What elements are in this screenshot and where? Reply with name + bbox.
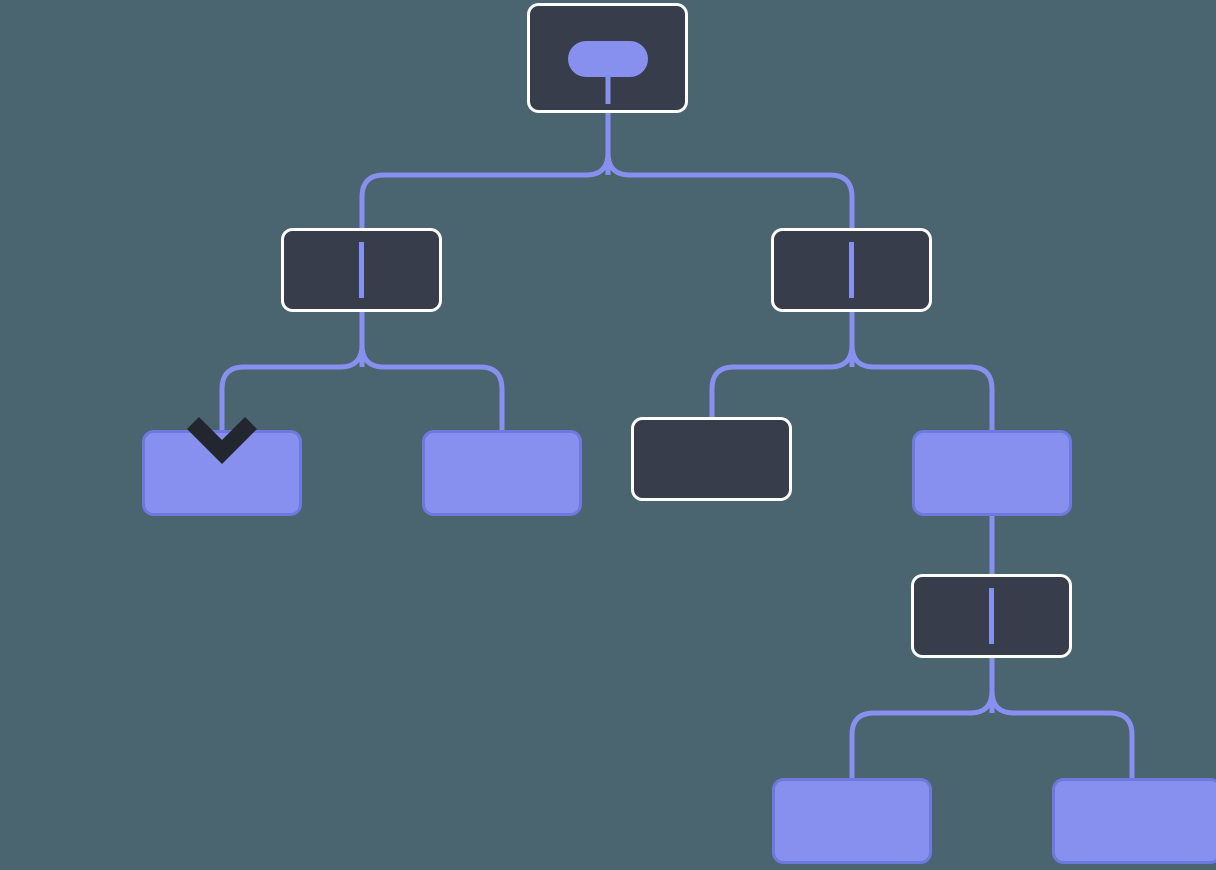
leaf-node-l5-a[interactable] bbox=[772, 778, 932, 864]
edge-e-root-split-right bbox=[605, 152, 855, 228]
edge-e-l2left-split-right bbox=[359, 344, 505, 430]
leaf-node-l3-d[interactable] bbox=[912, 430, 1072, 516]
node-glyph-layer bbox=[359, 41, 994, 644]
edge-e-l4-split-right bbox=[989, 690, 1135, 778]
leaf-node-l5-b[interactable] bbox=[1052, 778, 1216, 864]
leaf-node-l3-a[interactable] bbox=[142, 430, 302, 516]
edge-e-root-split-left bbox=[359, 152, 611, 228]
edge-e-l2left-split-left bbox=[219, 344, 365, 430]
node-layer bbox=[142, 3, 1216, 864]
edge-e-l2right-split-right bbox=[849, 344, 995, 430]
branch-node-l3-c[interactable] bbox=[631, 417, 792, 501]
arrowhead-into-l3-a bbox=[186, 416, 258, 465]
edge-e-l4-split-left bbox=[849, 690, 995, 778]
leaf-node-l3-b[interactable] bbox=[422, 430, 582, 516]
arrowhead-layer bbox=[186, 416, 258, 465]
